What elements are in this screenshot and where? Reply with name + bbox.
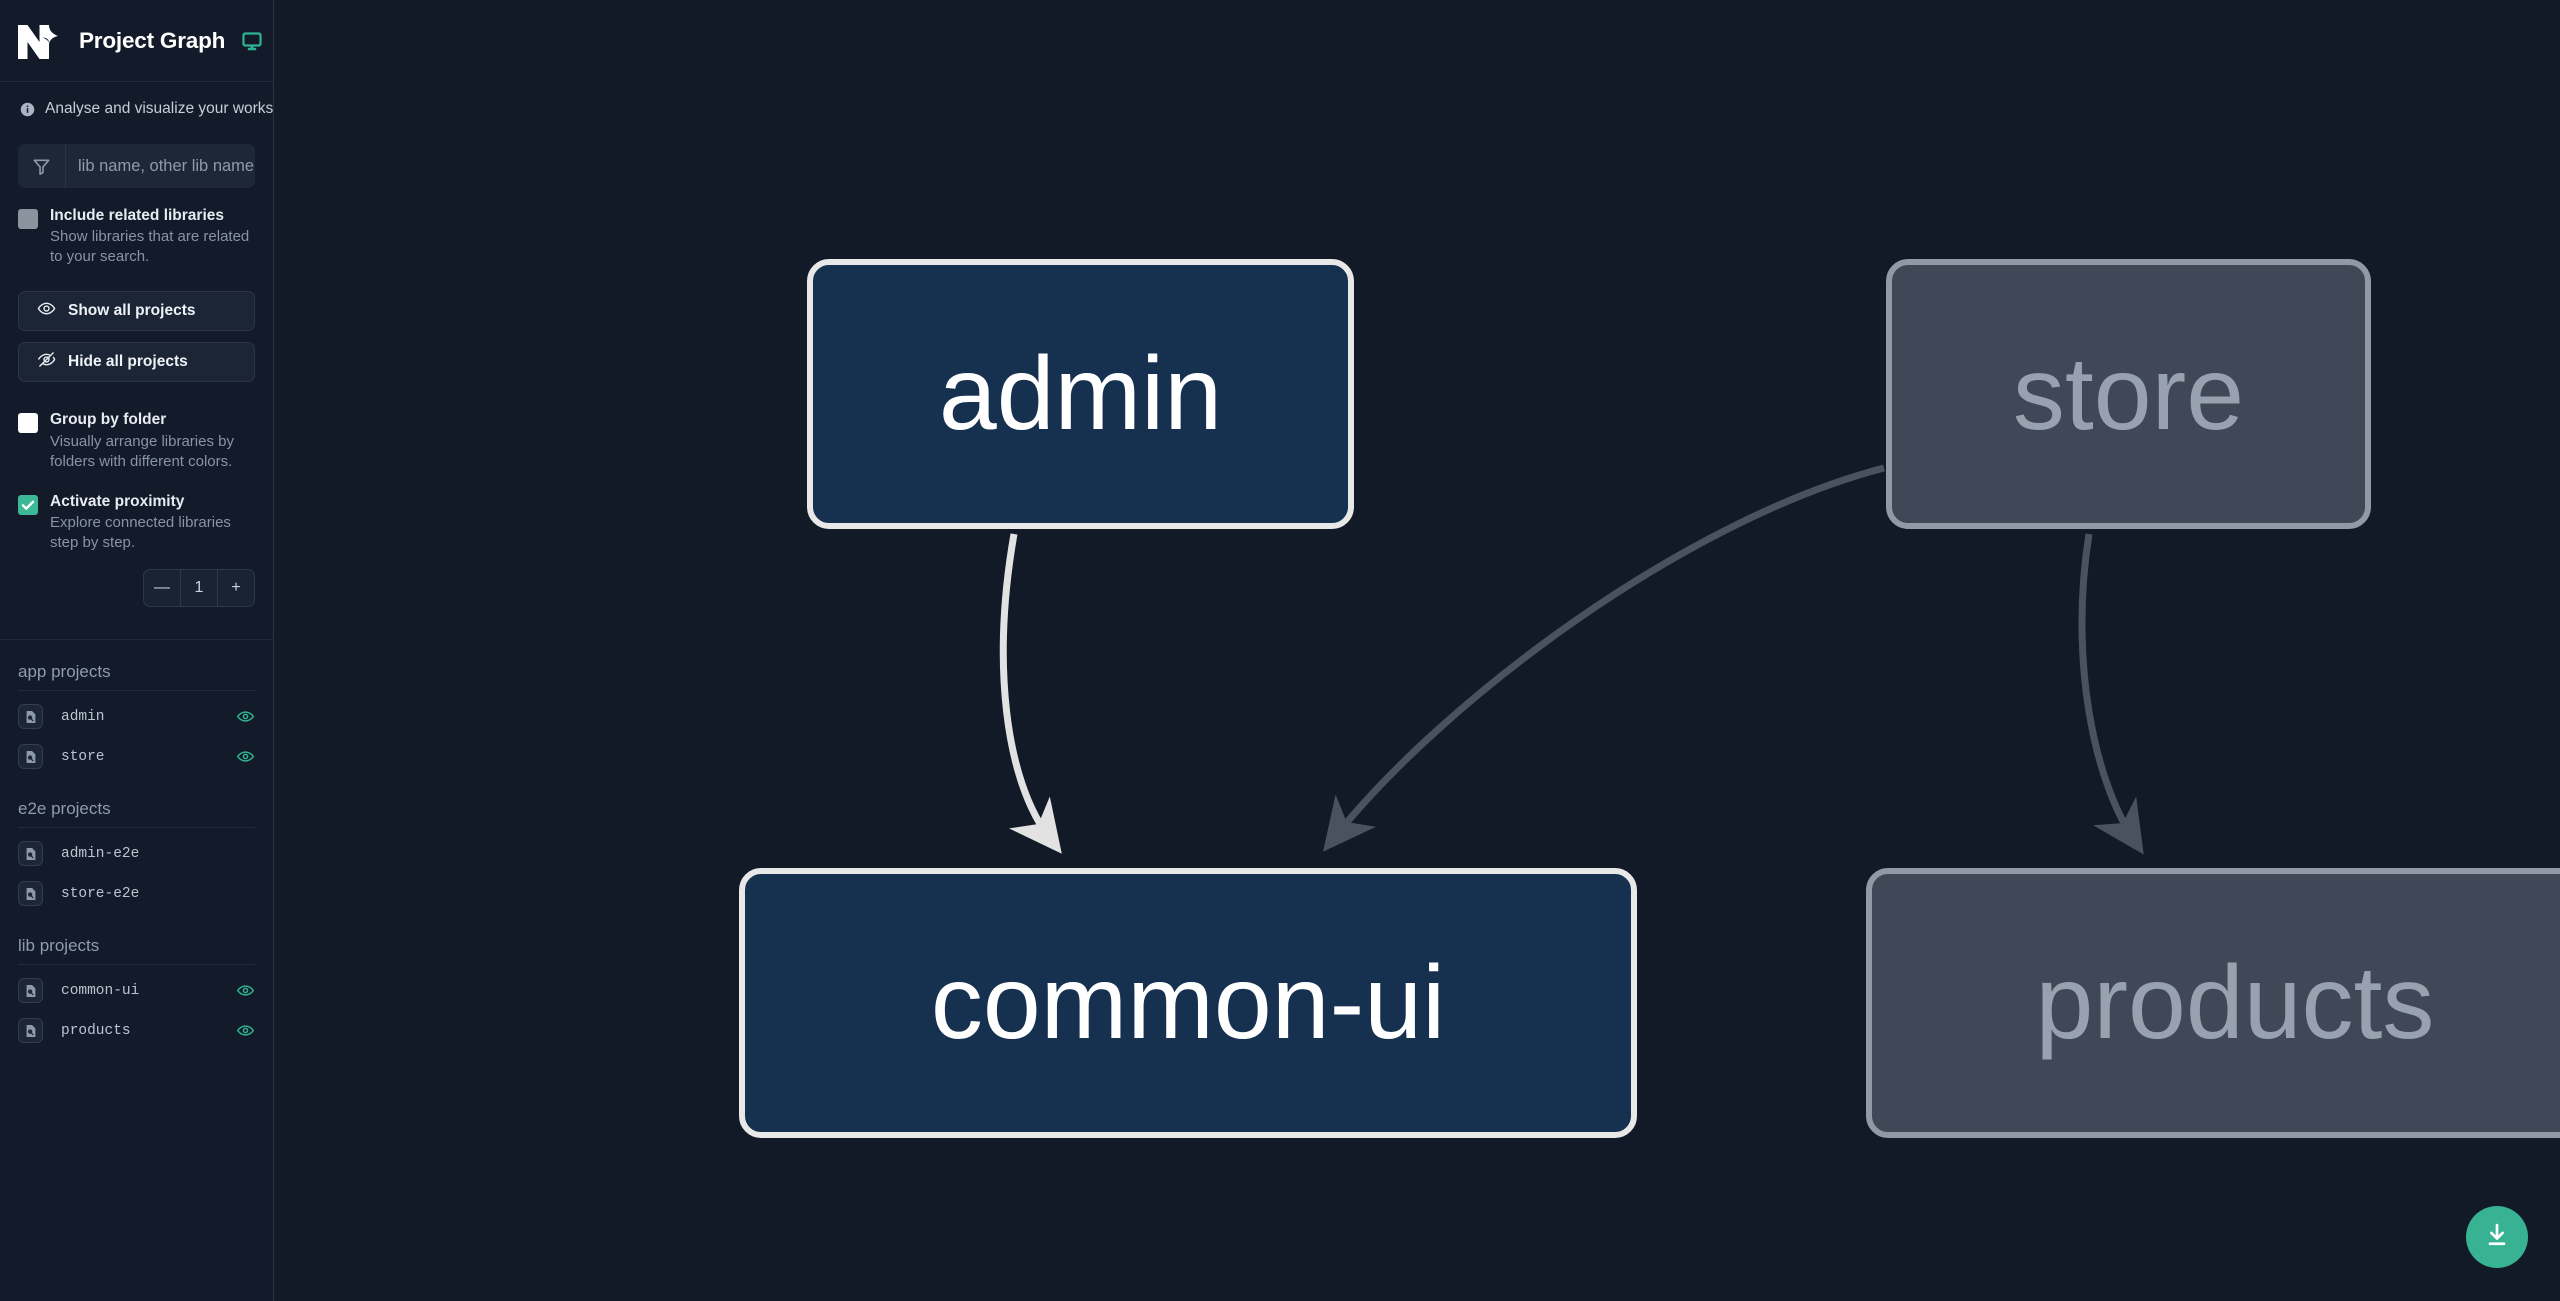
project-name: products [61, 1022, 131, 1039]
option-title: Include related libraries [50, 207, 225, 224]
group-heading: lib projects [18, 914, 255, 965]
visibility-buttons: Show all projects Hide all projects [0, 291, 273, 383]
project-visibility-eye-icon[interactable] [236, 1021, 255, 1040]
hide-all-projects-label: Hide all projects [68, 353, 188, 371]
graph-canvas[interactable]: admin store common-ui products [274, 0, 2560, 1301]
project-icon [18, 978, 43, 1004]
graph-node-products[interactable]: products [1866, 868, 2560, 1138]
option-description: Visually arrange libraries by folders wi… [50, 432, 234, 470]
group-e2e-projects: e2e projects admin-e2e [0, 777, 273, 914]
group-heading: e2e projects [18, 777, 255, 828]
graph-node-label: store [2012, 336, 2245, 452]
option-description: Explore connected libraries step by step… [50, 513, 231, 551]
sidebar-divider [0, 638, 273, 640]
eye-icon [37, 299, 56, 323]
project-icon [18, 744, 43, 770]
show-all-projects-button[interactable]: Show all projects [18, 291, 255, 332]
download-icon [2483, 1221, 2511, 1254]
filter-icon [18, 144, 66, 188]
hide-all-projects-button[interactable]: Hide all projects [18, 342, 255, 383]
project-visibility-eye-icon[interactable] [236, 747, 255, 766]
project-name: store [61, 748, 105, 765]
include-related-libraries-checkbox[interactable] [18, 209, 38, 229]
graph-node-store[interactable]: store [1886, 259, 2371, 529]
proximity-value: 1 [180, 569, 217, 606]
project-row-admin-e2e[interactable]: admin-e2e [18, 834, 255, 874]
project-icon [18, 841, 43, 867]
graph-node-label: common-ui [930, 945, 1446, 1061]
project-row-admin[interactable]: admin [18, 697, 255, 737]
show-all-projects-label: Show all projects [68, 302, 196, 320]
project-visibility-eye-icon[interactable] [236, 707, 255, 726]
group-heading: app projects [18, 640, 255, 691]
option-group-by-folder[interactable]: Group by folder Visually arrange librari… [0, 382, 273, 471]
sidebar-header: Project Graph [0, 0, 273, 82]
download-graph-button[interactable] [2466, 1206, 2528, 1268]
subtitle-text: Analyse and visualize your workspace. [45, 100, 312, 117]
project-row-store-e2e[interactable]: store-e2e [18, 874, 255, 914]
option-include-related-libraries[interactable]: Include related libraries Show libraries… [0, 188, 273, 267]
project-row-products[interactable]: products [18, 1011, 255, 1051]
eye-off-icon [37, 350, 56, 374]
activate-proximity-checkbox[interactable] [18, 494, 38, 515]
proximity-stepper[interactable]: — 1 + [143, 568, 255, 607]
option-activate-proximity[interactable]: Activate proximity Explore connected lib… [0, 472, 273, 553]
sidebar: Project Graph Analyse and visualize your… [0, 0, 311, 1301]
proximity-decrement-button[interactable]: — [154, 578, 170, 596]
monitor-icon[interactable] [241, 30, 263, 52]
search-input[interactable] [66, 144, 255, 188]
info-icon [20, 102, 35, 117]
project-icon [18, 1018, 43, 1044]
option-text-block: Group by folder Visually arrange librari… [50, 410, 250, 471]
group-app-projects: app projects admin [0, 640, 273, 777]
search-field[interactable] [18, 144, 255, 188]
option-text-block: Activate proximity Explore connected lib… [50, 492, 250, 553]
edge-store-to-products [2078, 533, 2144, 855]
group-lib-projects: lib projects common-ui [0, 914, 273, 1051]
option-title: Activate proximity [50, 492, 185, 510]
graph-node-label: admin [938, 336, 1223, 452]
group-by-folder-checkbox[interactable] [18, 413, 38, 434]
project-name: admin-e2e [61, 845, 140, 862]
project-row-store[interactable]: store [18, 737, 255, 777]
option-description: Show libraries that are related to your … [50, 228, 250, 266]
option-text-block: Include related libraries Show libraries… [50, 206, 250, 267]
project-icon [18, 881, 43, 907]
project-row-common-ui[interactable]: common-ui [18, 971, 255, 1011]
nx-logo-icon [16, 21, 63, 61]
proximity-increment-button[interactable]: + [217, 569, 254, 606]
graph-edges [999, 464, 2144, 855]
project-name: admin [61, 708, 105, 725]
edge-admin-to-common-ui [999, 533, 1062, 854]
graph-node-admin[interactable]: admin [807, 259, 1354, 529]
page-title: Project Graph [79, 27, 226, 53]
project-icon [18, 704, 43, 730]
project-name: common-ui [61, 982, 140, 999]
edge-store-to-common-ui [1323, 464, 1885, 852]
option-title: Group by folder [50, 411, 167, 429]
graph-node-common-ui[interactable]: common-ui [739, 868, 1637, 1138]
graph-node-label: products [2035, 945, 2435, 1061]
project-name: store-e2e [61, 885, 140, 902]
subtitle-row: Analyse and visualize your workspace. [0, 82, 311, 134]
project-visibility-eye-icon[interactable] [236, 981, 255, 1000]
